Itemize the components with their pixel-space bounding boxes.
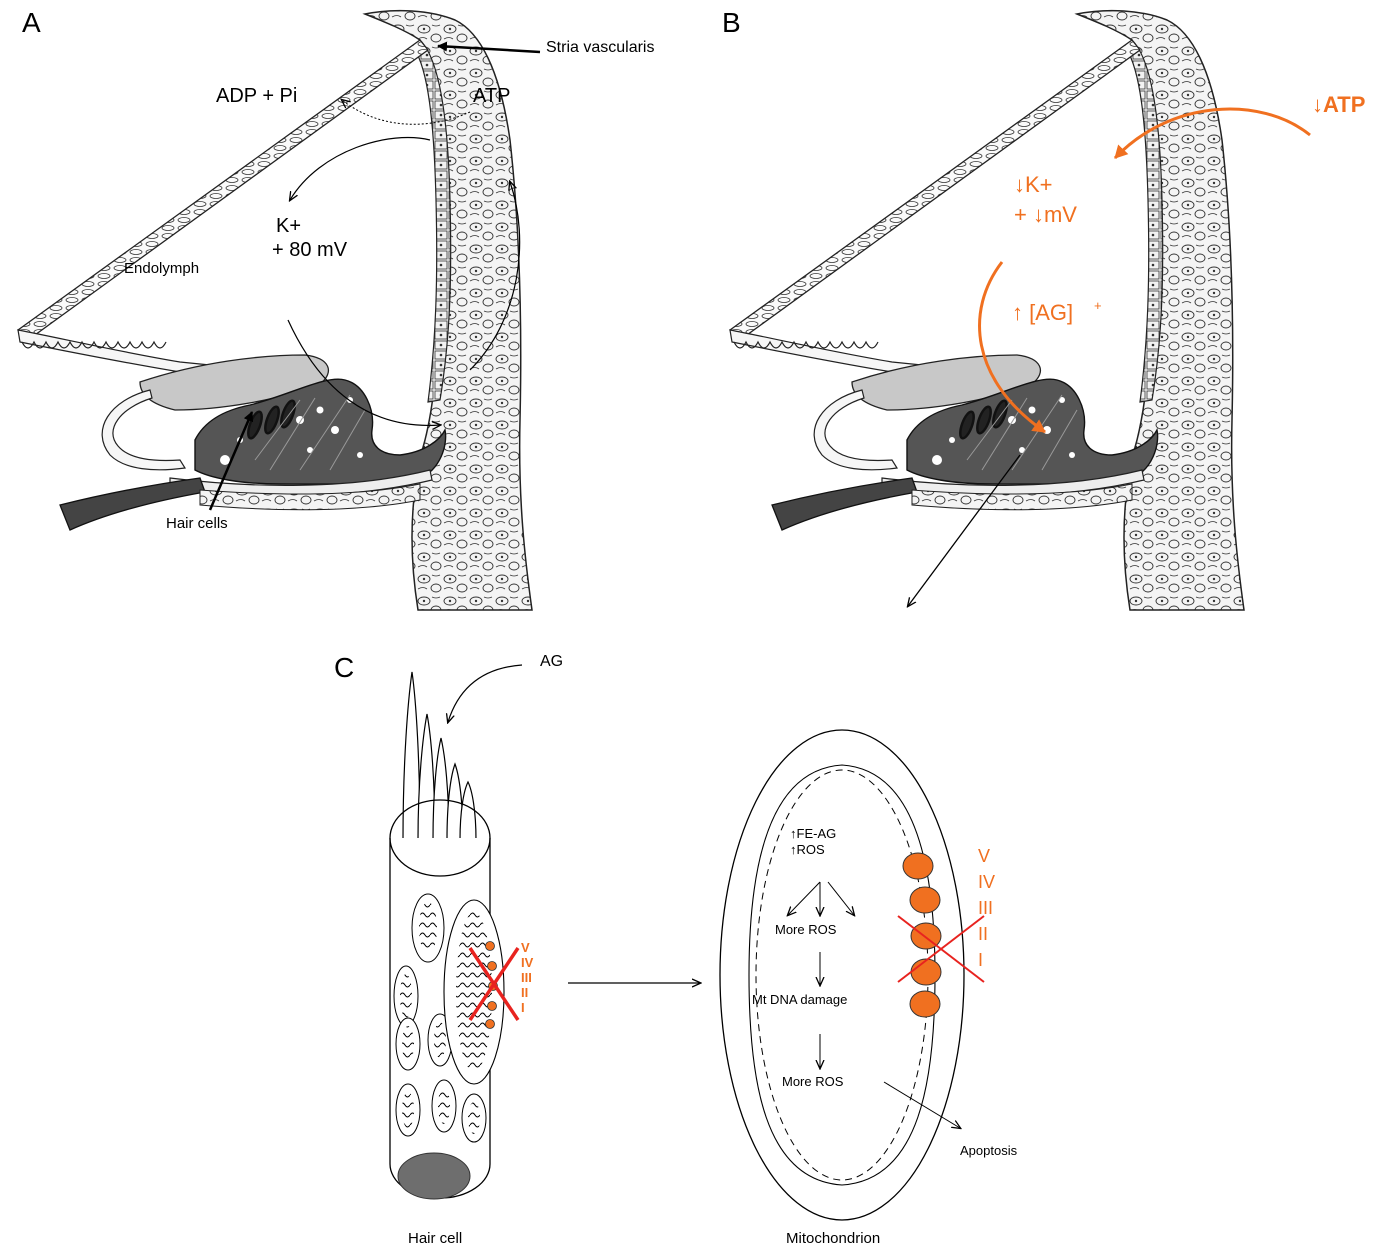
hair-cell-complex-v: V: [521, 940, 530, 955]
stria-label: Stria vascularis: [546, 39, 654, 56]
more-ros-label-2: More ROS: [782, 1074, 844, 1089]
hair-cell-drawing: V IV III II I: [390, 672, 534, 1199]
k-secretion-arrow: [290, 138, 430, 201]
adp-label: ADP + Pi: [216, 85, 297, 107]
apoptosis-label: Apoptosis: [960, 1143, 1018, 1158]
panel-b: B ↓ATP ↓K+ + ↓mV ↑ [AG] +: [722, 7, 1365, 610]
fe-ag-label: ↑FE-AG: [790, 826, 836, 841]
hair-cells-label: Hair cells: [166, 515, 228, 532]
b-mv-label: + ↓mV: [1014, 202, 1077, 227]
cochlea-section-b: [730, 11, 1244, 610]
panel-c: C AG: [334, 652, 1018, 1247]
hair-cell-complex-iv: IV: [521, 955, 534, 970]
ros-label: ↑ROS: [790, 842, 825, 857]
mv-label: + 80 mV: [272, 239, 348, 261]
panel-b-letter: B: [722, 7, 741, 38]
hair-cell-complex-iii: III: [521, 970, 532, 985]
hair-cell-label: Hair cell: [408, 1230, 462, 1247]
atp-label: ATP: [473, 85, 510, 107]
c-ag-arrow: [448, 665, 522, 722]
more-ros-label-1: More ROS: [775, 922, 837, 937]
mito-complex-i: I: [978, 950, 983, 970]
hair-cell-complex-ii: II: [521, 985, 528, 1000]
mt-dna-damage-label: Mt DNA damage: [752, 992, 847, 1007]
k-label: K+: [276, 215, 301, 237]
b-ag-label: ↑ [AG]: [1012, 300, 1073, 325]
mito-complex-v: V: [978, 846, 990, 866]
b-ag-superscript: +: [1094, 298, 1102, 313]
panel-a-letter: A: [22, 7, 41, 38]
endolymph-label: Endolymph: [124, 260, 199, 277]
mitochondrion-label: Mitochondrion: [786, 1230, 880, 1247]
c-ag-label: AG: [540, 653, 563, 670]
mito-complex-iii: III: [978, 898, 993, 918]
mito-complex-iv: IV: [978, 872, 995, 892]
hair-cell-complex-i: I: [521, 1000, 525, 1015]
b-k-label: ↓K+: [1014, 172, 1053, 197]
mitochondrion-drawing: V IV III II I ↑FE-AG ↑ROS More ROS Mt DN…: [720, 730, 995, 1220]
b-atp-label: ↓ATP: [1312, 92, 1365, 117]
panel-c-letter: C: [334, 652, 354, 683]
panel-a: A Stria vascularis ADP + Pi ATP K+ + 80 …: [18, 7, 654, 610]
mito-complex-ii: II: [978, 924, 988, 944]
